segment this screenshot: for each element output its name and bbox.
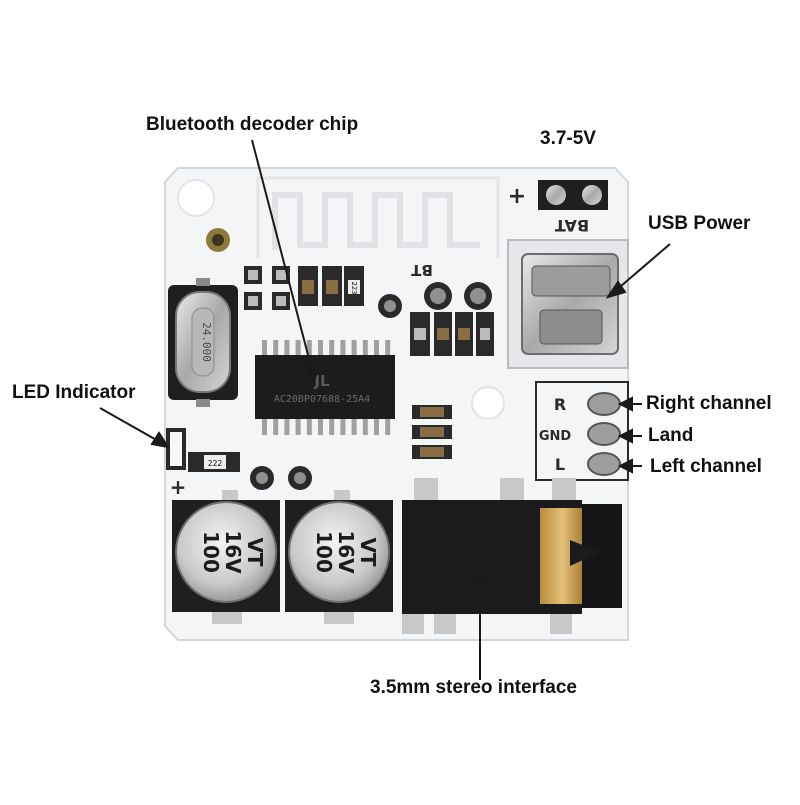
usb-connector [507,239,629,369]
capacitor-left: 100 16V VT [172,490,280,624]
audio-jack [402,478,622,634]
smd-components-top: 223 [244,266,494,356]
svg-text:VT: VT [243,537,267,566]
chip-pin [295,340,301,356]
chip-pin [362,419,368,435]
silk-bt: BT [410,261,432,279]
callout-lines [99,139,671,680]
mounting-hole-center [471,386,505,420]
svg-text:16V: 16V [334,530,358,574]
label-led-indicator: LED Indicator [12,382,136,403]
svg-text:JL: JL [313,372,330,390]
svg-text:100: 100 [312,531,336,573]
chip-pin [329,419,335,435]
audio-output-pads: R GND L [535,381,629,481]
chip-pin [284,340,290,356]
label-usb-power: USB Power [648,213,751,234]
resistor-stack [412,405,452,459]
chip-pin [295,419,301,435]
chip-pin [329,340,335,356]
svg-text:100: 100 [199,531,223,573]
chip-pin [262,340,267,356]
chip-pin [385,419,391,435]
silk-gnd: GND [539,429,572,444]
label-left-channel: Left channel [650,456,762,477]
label-bluetooth-decoder-chip: Bluetooth decoder chip [146,114,359,135]
led-indicator: 222 + [166,428,240,499]
capacitor-right: 100 16V VT [285,490,393,624]
label-voltage: 3.7-5V [540,128,596,149]
svg-text:VT: VT [356,537,380,566]
label-stereo-interface: 3.5mm stereo interface [370,677,577,698]
chip-pin [318,340,323,356]
silk-l: L [555,455,565,474]
chip-pin [318,419,323,435]
chip-pin [374,340,379,356]
label-right-channel: Right channel [646,393,772,414]
antenna-trace [256,176,500,258]
chip-pin [340,340,346,356]
chip-pin [362,340,368,356]
chip-pin [351,419,357,435]
silk-bat: BAT [555,216,589,235]
svg-text:24.000: 24.000 [200,322,213,362]
chip-pin [385,340,391,356]
bluetooth-decoder-chip: JL AC20BP07688-25A4 [255,340,395,435]
svg-text:223: 223 [350,282,358,295]
chip-pin [374,419,379,435]
svg-text:222: 222 [208,459,223,468]
silk-bat-plus: + [508,184,526,209]
silk-r: R [554,395,566,414]
silk-led-plus: + [170,475,187,499]
chip-pin [306,419,312,435]
chip-pin [273,340,279,356]
svg-text:AC20BP07688-25A4: AC20BP07688-25A4 [274,394,370,405]
chip-pin [273,419,279,435]
svg-text:16V: 16V [221,530,245,574]
chip-pin [262,419,267,435]
chip-pin [306,340,312,356]
label-land: Land [648,425,694,446]
chip-pin [340,419,346,435]
chip-pin [284,419,290,435]
mounting-hole-top-left [177,179,215,217]
crystal-oscillator: 24.000 [168,278,238,407]
chip-pin [351,340,357,356]
